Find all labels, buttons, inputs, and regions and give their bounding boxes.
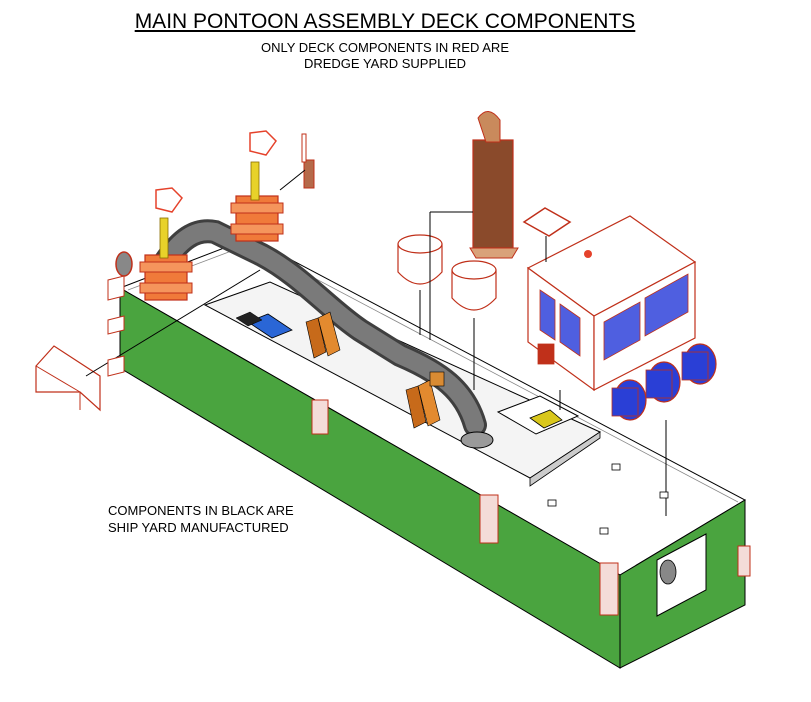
roof-hatch	[522, 207, 572, 237]
pipe-support-2	[405, 379, 441, 429]
note-line-2: SHIP YARD MANUFACTURED	[108, 520, 289, 535]
deck-bollards	[547, 463, 669, 535]
spud-keeper-right	[230, 130, 284, 242]
side-lifting-lugs	[311, 399, 751, 616]
deck-fitting-dark	[235, 311, 263, 327]
pipe-support-1	[305, 311, 341, 359]
spud-keeper-left	[139, 187, 193, 301]
raised-deck-plate-edge	[529, 431, 601, 487]
winch-3	[681, 343, 717, 385]
hull-corner-fittings	[107, 275, 125, 377]
subtitle-line-2: DREDGE YARD SUPPLIED	[303, 56, 467, 71]
vent-hood-1	[397, 234, 443, 285]
note-line-1: COMPONENTS IN BLACK ARE	[108, 503, 294, 518]
end-access-opening	[656, 533, 707, 617]
control-console	[35, 345, 101, 412]
diagram-title: MAIN PONTOON ASSEMBLY DECK COMPONENTS	[134, 10, 636, 33]
subtitle-line-1: ONLY DECK COMPONENTS IN RED ARE	[260, 40, 509, 55]
exhaust-muffler	[469, 111, 519, 259]
vent-post	[301, 133, 315, 189]
winch-2	[645, 361, 681, 403]
hatch-ladder	[529, 409, 563, 429]
winch-1	[611, 379, 647, 421]
vent-hood-2	[451, 260, 497, 311]
pipe-end-flange	[460, 431, 494, 449]
pipe-coupling	[429, 371, 445, 387]
operator-cabin	[526, 215, 697, 392]
pipe-inlet-flange	[115, 251, 133, 277]
leader-lines	[85, 169, 667, 516]
suction-pipe	[156, 222, 484, 434]
end-pipe-outlet	[659, 559, 677, 585]
